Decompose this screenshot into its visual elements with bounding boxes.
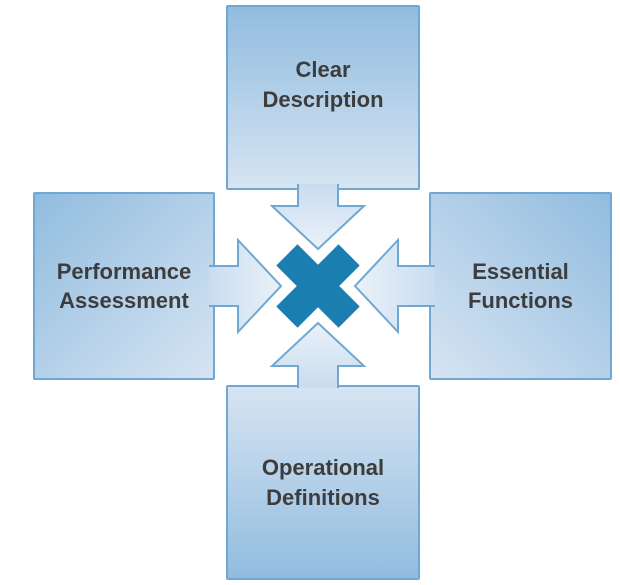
box-operational-definitions-line1: Operational — [261, 455, 385, 481]
box-clear-description-line2: Description — [262, 86, 384, 112]
arrow-up-icon — [269, 321, 367, 388]
arrow-left-icon — [353, 237, 435, 335]
box-operational-definitions: Operational Definitions — [226, 385, 420, 580]
box-performance-assessment: Performance Assessment — [33, 192, 215, 380]
box-performance-assessment-line1: Performance — [56, 258, 192, 284]
box-essential-functions: Essential Functions — [429, 192, 612, 380]
box-performance-assessment-line2: Assessment — [59, 288, 189, 313]
arrow-down-icon — [269, 184, 367, 251]
box-essential-functions-line2: Functions — [467, 288, 574, 313]
x-cross-icon — [276, 244, 360, 328]
box-operational-definitions-line2: Definitions — [266, 484, 380, 510]
box-clear-description: Clear Description — [226, 5, 420, 190]
box-essential-functions-line1: Essential — [472, 258, 569, 284]
box-clear-description-line1: Clear — [295, 57, 351, 83]
arrow-right-icon — [209, 237, 283, 335]
